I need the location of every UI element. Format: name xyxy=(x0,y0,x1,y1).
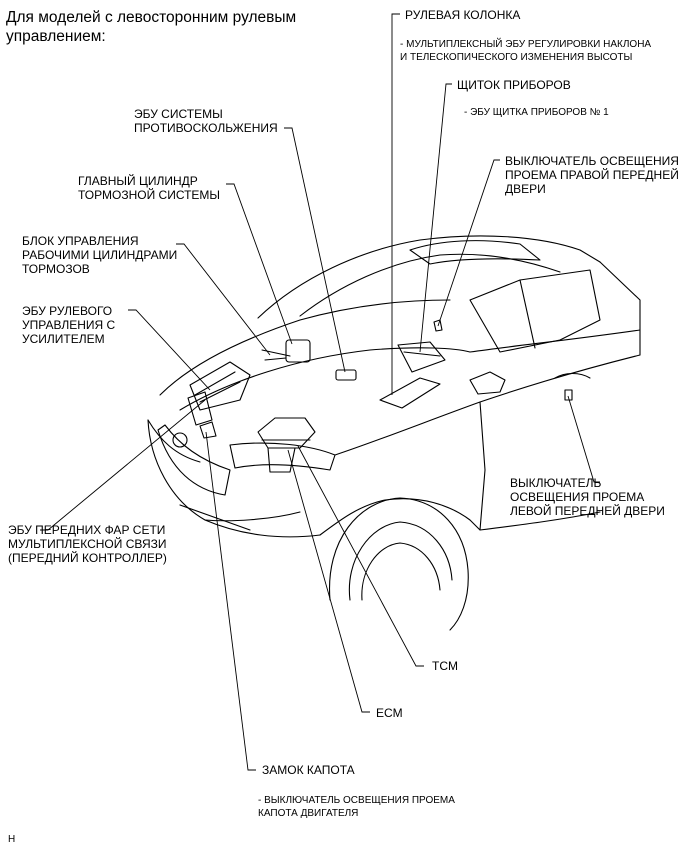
leader-ecm xyxy=(287,449,370,713)
door-switch-right-shape xyxy=(433,319,443,332)
label-instrument-panel: ЩИТОК ПРИБОРОВ xyxy=(457,78,571,92)
grille-outline xyxy=(157,424,231,496)
label-ecm: ECM xyxy=(376,706,403,720)
label-tcm: TCM xyxy=(432,659,458,673)
label-skid-control-ecu: ЭБУ СИСТЕМЫ ПРОТИВОСКОЛЬЖЕНИЯ xyxy=(134,107,278,135)
leader-brake-actuator xyxy=(176,243,271,356)
skid-control-ecu-shape xyxy=(335,369,357,381)
headlight-ecu-shape xyxy=(187,391,213,426)
power-steering-ecu-shape xyxy=(189,361,251,411)
label-master-cylinder: ГЛАВНЫЙ ЦИЛИНДР ТОРМОЗНОЙ СИСТЕМЫ xyxy=(78,174,221,202)
label-brake-actuator: БЛОК УПРАВЛЕНИЯ РАБОЧИМИ ЦИЛИНДРАМИ ТОРМ… xyxy=(22,234,178,276)
leader-power-steering xyxy=(128,309,211,391)
mirror-outline xyxy=(469,371,506,395)
figure-code: H xyxy=(8,834,16,845)
side-window-outline xyxy=(469,269,601,353)
hood-outline xyxy=(159,299,451,396)
leader-instrument-panel xyxy=(419,83,452,353)
leader-tcm xyxy=(297,445,424,667)
leader-steering-column xyxy=(391,13,400,395)
leader-master-cylinder xyxy=(226,183,293,345)
leader-right-door-switch xyxy=(437,159,500,327)
sunroof-outline xyxy=(409,240,541,265)
door-handle-outline xyxy=(554,372,591,379)
leader-left-door-switch xyxy=(567,395,600,483)
label-headlight-ecu: ЭБУ ПЕРЕДНИХ ФАР СЕТИ МУЛЬТИПЛЕКСНОЙ СВЯ… xyxy=(8,523,167,565)
label-hood-lock-sub: - ВЫКЛЮЧАТЕЛЬ ОСВЕЩЕНИЯ ПРОЕМА КАПОТА ДВ… xyxy=(258,795,455,819)
label-steering-column-sub: - МУЛЬТИПЛЕКСНЫЙ ЭБУ РЕГУЛИРОВКИ НАКЛОНА… xyxy=(400,39,652,63)
leader-skid-control xyxy=(284,127,346,373)
label-steering-column: РУЛЕВАЯ КОЛОНКА xyxy=(405,8,521,22)
label-hood-lock: ЗАМОК КАПОТА xyxy=(262,763,355,777)
label-power-steering-ecu: ЭБУ РУЛЕВОГО УПРАВЛЕНИЯ С УСИЛИТЕЛЕМ xyxy=(22,304,116,346)
instrument-panel-shape xyxy=(397,341,446,373)
brake-actuator-shape xyxy=(285,339,311,363)
label-right-door-switch: ВЫКЛЮЧАТЕЛЬ ОСВЕЩЕНИЯ ПРОЕМА ПРАВОЙ ПЕРЕ… xyxy=(505,154,679,196)
car-roof-outline xyxy=(257,235,601,319)
front-wheel-outline xyxy=(328,497,469,631)
page-title: Для моделей с левосторонним рулевым упра… xyxy=(6,9,297,45)
door-switch-left-shape xyxy=(564,389,573,401)
label-instrument-panel-sub: - ЭБУ ЩИТКА ПРИБОРОВ № 1 xyxy=(464,107,609,118)
body-side-outline xyxy=(319,498,601,536)
windshield-outline xyxy=(299,253,561,317)
hood-lock-shape xyxy=(199,421,217,439)
headlight-outline xyxy=(229,442,336,471)
emblem-outline xyxy=(172,432,188,448)
leader-hood-lock xyxy=(205,431,256,771)
label-left-door-switch: ВЫКЛЮЧАТЕЛЬ ОСВЕЩЕНИЯ ПРОЕМА ЛЕВОЙ ПЕРЕД… xyxy=(510,476,665,518)
leader-headlight-ecu xyxy=(40,399,206,531)
steering-column-shape xyxy=(379,377,441,409)
